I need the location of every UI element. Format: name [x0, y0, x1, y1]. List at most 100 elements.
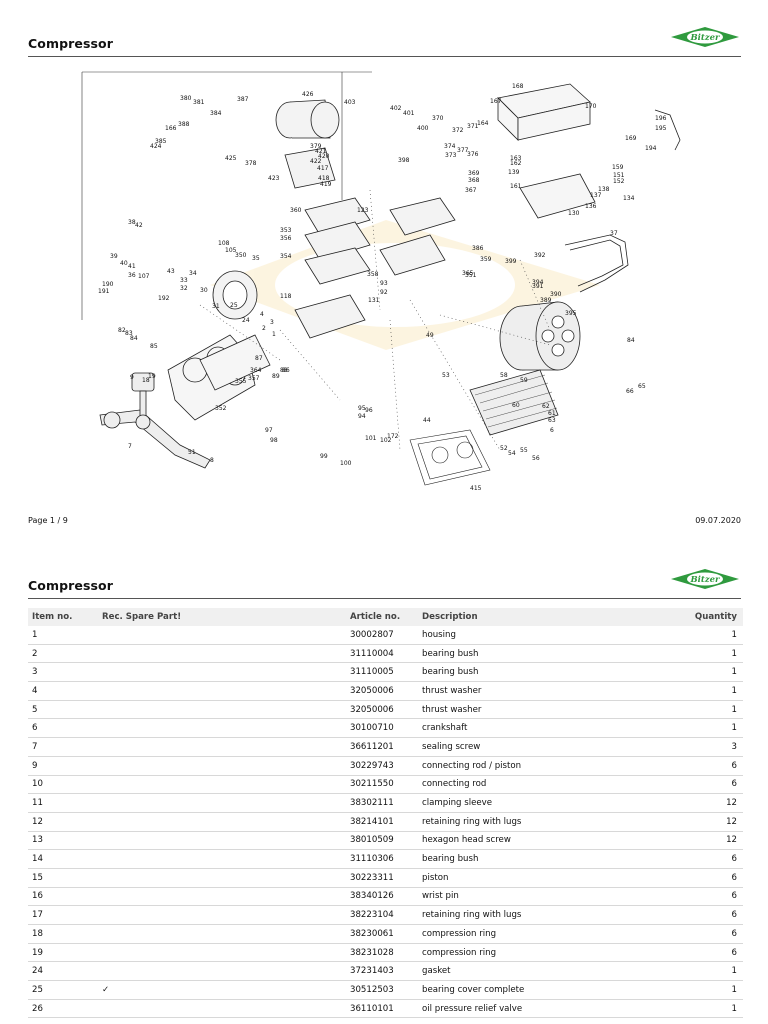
- part-label: 82: [118, 327, 126, 334]
- part-label: 353: [280, 227, 292, 234]
- cell-rec-spare-part: [98, 644, 346, 664]
- part-label: 100: [340, 460, 352, 467]
- cell-description: bearing bush: [418, 644, 639, 664]
- crankshaft-part: [99, 409, 211, 469]
- cell-article-no: 38010509: [346, 831, 418, 851]
- part-label: 137: [590, 192, 602, 199]
- part-label: 4: [260, 311, 264, 318]
- cell-description: gasket: [418, 961, 639, 982]
- cell-item-no: 14: [28, 849, 98, 869]
- part-label: 352: [215, 405, 227, 412]
- part-label: 365: [462, 270, 474, 277]
- cell-article-no: 32050006: [346, 700, 418, 720]
- cell-quantity: 6: [638, 775, 743, 795]
- part-label: 194: [645, 145, 657, 152]
- part-label: 357: [248, 375, 260, 382]
- cell-item-no: 13: [28, 831, 98, 851]
- cell-description: bearing bush: [418, 662, 639, 683]
- part-label: 130: [568, 210, 580, 217]
- page-header: Compressor Bitzer: [28, 27, 741, 57]
- bitzer-logo-2: Bitzer: [671, 569, 739, 589]
- cell-rec-spare-part: [98, 700, 346, 720]
- part-label: 34: [189, 270, 197, 277]
- part-label: 88: [280, 367, 288, 374]
- cell-quantity: 1: [638, 718, 743, 739]
- part-label: 58: [500, 372, 508, 379]
- part-label: 370: [432, 115, 444, 122]
- logo-text: Bitzer: [689, 33, 720, 43]
- cell-article-no: 30223311: [346, 868, 418, 888]
- cell-rec-spare-part: [98, 831, 346, 851]
- part-label: 167: [490, 98, 502, 105]
- part-label: 395: [565, 310, 577, 317]
- cell-description: piston: [418, 868, 639, 888]
- part-label: 89: [272, 373, 280, 380]
- part-label: 151: [613, 172, 625, 179]
- part-label: 86: [282, 367, 290, 374]
- part-label: 131: [368, 297, 380, 304]
- part-label: 1: [272, 331, 276, 338]
- print-date: 09.07.2020: [695, 516, 741, 525]
- part-label: 172: [387, 433, 399, 440]
- cell-quantity: 6: [638, 943, 743, 963]
- part-label: 419: [320, 181, 332, 188]
- cell-item-no: 16: [28, 887, 98, 907]
- col-description: Description: [418, 608, 639, 626]
- cell-rec-spare-part: [98, 737, 346, 757]
- cell-rec-spare-part: [98, 775, 346, 795]
- cell-rec-spare-part: [98, 681, 346, 701]
- cell-article-no: 30100710: [346, 718, 418, 739]
- part-label: 380: [180, 95, 192, 102]
- cell-description: connecting rod: [418, 775, 639, 795]
- part-label: 102: [380, 437, 392, 444]
- cell-rec-spare-part: [98, 662, 346, 683]
- part-label: 35: [252, 255, 260, 262]
- cell-item-no: 17: [28, 905, 98, 925]
- cell-rec-spare-part: [98, 924, 346, 944]
- part-label: 37: [610, 230, 618, 237]
- cell-quantity: 12: [638, 812, 743, 832]
- page-header-2: Compressor Bitzer: [28, 569, 741, 599]
- part-label: 99: [320, 453, 328, 460]
- cell-description: retaining ring with lugs: [418, 905, 639, 925]
- part-label: 162: [510, 160, 522, 167]
- part-label: 84: [627, 337, 635, 344]
- cell-rec-spare-part: [98, 812, 346, 832]
- cell-quantity: 6: [638, 756, 743, 776]
- part-label: 93: [380, 280, 388, 287]
- part-label: 31: [212, 303, 220, 310]
- part-label: 387: [237, 96, 249, 103]
- part-label: 373: [445, 152, 457, 159]
- part-label: 97: [265, 427, 273, 434]
- cell-quantity: 1: [638, 700, 743, 720]
- cell-description: thrust washer: [418, 681, 639, 701]
- cell-description: retaining ring with lugs: [418, 812, 639, 832]
- part-label: 118: [280, 293, 292, 300]
- part-label: 98: [270, 437, 278, 444]
- part-label: 44: [423, 417, 431, 424]
- cell-article-no: 38230061: [346, 924, 418, 944]
- part-label: 123: [357, 207, 369, 214]
- pipe-part: [564, 109, 681, 293]
- part-label: 161: [510, 183, 522, 190]
- part-label: 43: [167, 268, 175, 275]
- cell-quantity: 1: [638, 980, 743, 1000]
- cell-description: bearing cover complete: [418, 980, 639, 1000]
- part-label: 59: [520, 377, 528, 384]
- cell-article-no: 38214101: [346, 812, 418, 832]
- part-label: 400: [417, 125, 429, 132]
- cell-item-no: 15: [28, 868, 98, 888]
- cell-quantity: 3: [638, 737, 743, 757]
- part-label: 354: [280, 253, 292, 260]
